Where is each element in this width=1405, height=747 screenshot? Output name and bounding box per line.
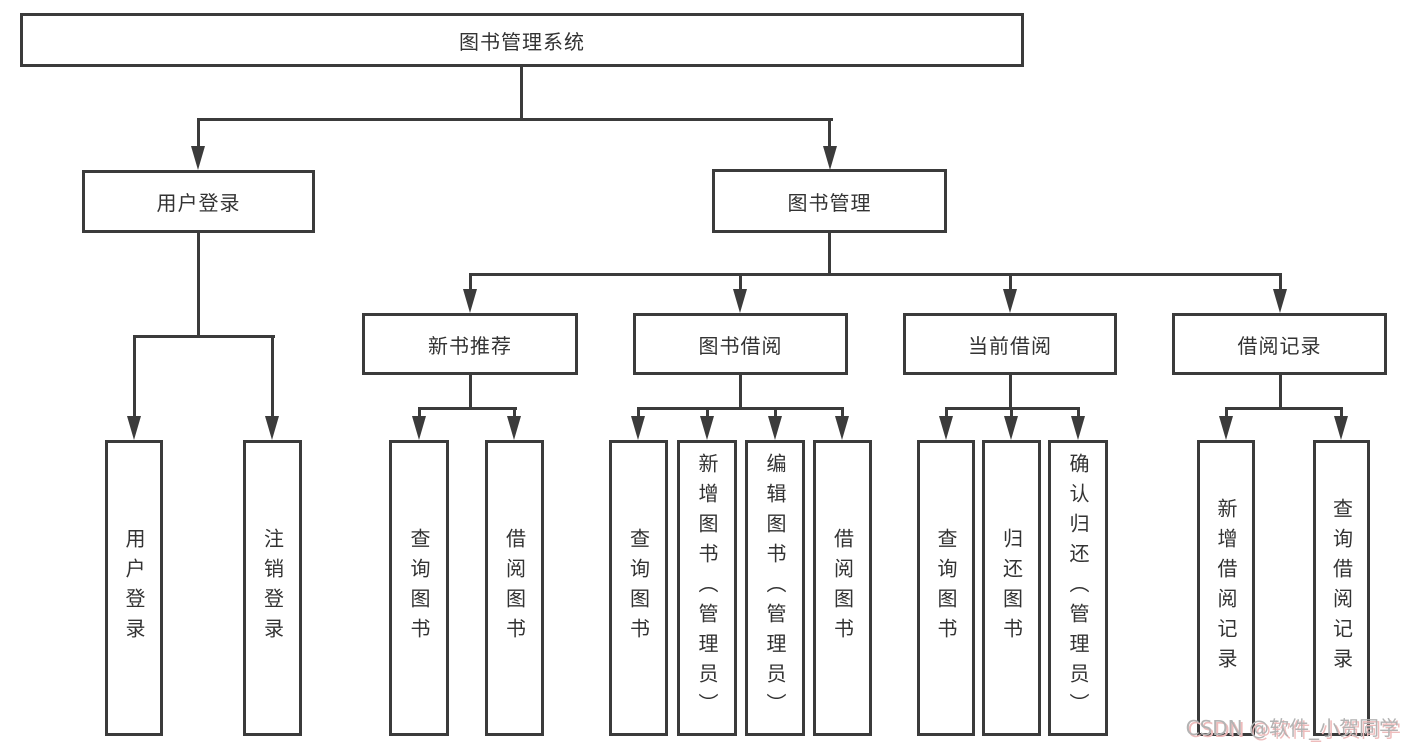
- connector-line: [520, 67, 523, 121]
- connector-line: [739, 273, 742, 292]
- connector-line: [469, 375, 472, 410]
- connector-line: [1077, 407, 1080, 419]
- connector-line: [133, 335, 136, 419]
- leaf-newbook-borrow-books: 借阅图书: [485, 440, 544, 736]
- arrow-down-icon: [1004, 416, 1018, 440]
- arrow-down-icon: [463, 289, 477, 313]
- connector-line: [828, 233, 831, 276]
- connector-line: [271, 335, 274, 419]
- connector-line: [1009, 273, 1012, 292]
- connector-line: [1279, 273, 1282, 292]
- connector-line: [1340, 407, 1343, 419]
- connector-line: [637, 407, 844, 410]
- arrow-down-icon: [1334, 416, 1348, 440]
- leaf-current-return-books: 归还图书: [982, 440, 1041, 736]
- connector-line: [197, 118, 833, 121]
- connector-line: [1009, 375, 1012, 410]
- arrow-down-icon: [1071, 416, 1085, 440]
- connector-line: [469, 273, 472, 292]
- arrow-down-icon: [733, 289, 747, 313]
- leaf-borrow-edit-books-admin: 编辑图书（管理员）: [745, 440, 805, 736]
- arrow-down-icon: [631, 416, 645, 440]
- connector-line: [513, 407, 516, 419]
- arrow-down-icon: [823, 146, 837, 170]
- arrow-down-icon: [507, 416, 521, 440]
- leaf-records-add-record: 新增借阅记录: [1197, 440, 1255, 736]
- connector-line: [197, 233, 200, 338]
- node-current-borrow: 当前借阅: [903, 313, 1117, 375]
- node-new-book-recommend: 新书推荐: [362, 313, 578, 375]
- connector-line: [945, 407, 948, 419]
- connector-line: [841, 407, 844, 419]
- arrow-down-icon: [768, 416, 782, 440]
- connector-line: [739, 375, 742, 410]
- arrow-down-icon: [939, 416, 953, 440]
- leaf-newbook-query-books: 查询图书: [389, 440, 449, 736]
- connector-line: [1225, 407, 1343, 410]
- connector-line: [1279, 375, 1282, 410]
- connector-line: [469, 273, 1282, 276]
- node-borrow-records: 借阅记录: [1172, 313, 1387, 375]
- arrow-down-icon: [835, 416, 849, 440]
- connector-line: [774, 407, 777, 419]
- leaf-current-confirm-return-admin: 确认归还（管理员）: [1048, 440, 1108, 736]
- arrow-down-icon: [1219, 416, 1233, 440]
- arrow-down-icon: [127, 416, 141, 440]
- connector-line: [828, 118, 831, 149]
- connector-line: [418, 407, 421, 419]
- connector-line: [637, 407, 640, 419]
- node-user-login: 用户登录: [82, 170, 315, 233]
- connector-line: [197, 118, 200, 149]
- leaf-borrow-add-books-admin: 新增图书（管理员）: [677, 440, 737, 736]
- leaf-borrow-query-books: 查询图书: [609, 440, 668, 736]
- connector-line: [133, 335, 275, 338]
- arrow-down-icon: [191, 146, 205, 170]
- arrow-down-icon: [1273, 289, 1287, 313]
- connector-line: [1010, 407, 1013, 419]
- node-book-management: 图书管理: [712, 169, 947, 233]
- node-book-borrow: 图书借阅: [633, 313, 848, 375]
- watermark: CSDN @软件_小贺同学: [1185, 716, 1399, 740]
- node-library-management-system: 图书管理系统: [20, 13, 1024, 67]
- connector-line: [418, 407, 517, 410]
- arrow-down-icon: [265, 416, 279, 440]
- arrow-down-icon: [1003, 289, 1017, 313]
- leaf-records-query-record: 查询借阅记录: [1313, 440, 1370, 736]
- connector-line: [1225, 407, 1228, 419]
- arrow-down-icon: [412, 416, 426, 440]
- arrow-down-icon: [700, 416, 714, 440]
- leaf-user-login: 用户登录: [105, 440, 163, 736]
- leaf-borrow-borrow-books: 借阅图书: [813, 440, 872, 736]
- leaf-current-query-books: 查询图书: [917, 440, 975, 736]
- connector-line: [706, 407, 709, 419]
- leaf-logout: 注销登录: [243, 440, 302, 736]
